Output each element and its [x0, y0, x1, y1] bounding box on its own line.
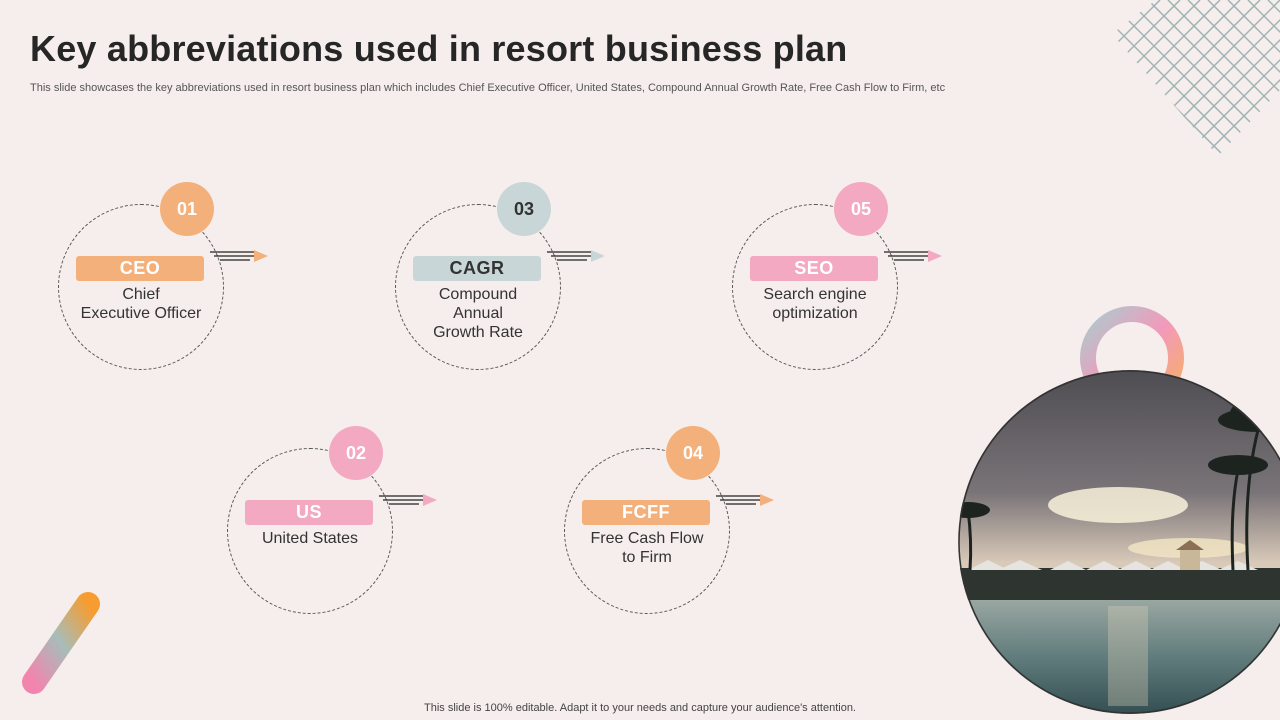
abbreviation-item-seo: 05 SEO Search engine optimization — [732, 182, 972, 422]
abbreviation-item-cagr: 03 CAGR Compound Annual Growth Rate — [395, 182, 635, 422]
arrow-icon — [547, 250, 605, 262]
abbreviation-description: Search engine optimization — [740, 285, 890, 323]
abbreviation-item-us: 02 US United States — [227, 426, 467, 666]
step-number-badge: 02 — [329, 426, 383, 480]
abbreviation-label: CAGR — [413, 256, 541, 281]
dashed-circle — [227, 448, 393, 614]
abbreviation-description: Chief Executive Officer — [66, 285, 216, 323]
abbreviation-description: United States — [235, 529, 385, 548]
arrow-icon — [379, 494, 437, 506]
dashed-circle — [395, 204, 561, 370]
footer-note: This slide is 100% editable. Adapt it to… — [424, 702, 856, 714]
description-line: Search engine — [763, 286, 867, 303]
dashed-circle — [732, 204, 898, 370]
dashed-circle — [58, 204, 224, 370]
abbreviation-label: US — [245, 500, 373, 525]
abbreviation-description: Free Cash Flow to Firm — [572, 529, 722, 567]
abbreviation-description: Compound Annual Growth Rate — [403, 285, 553, 342]
arrow-icon — [884, 250, 942, 262]
grid-pattern-decoration — [1112, 0, 1280, 156]
abbreviation-label: FCFF — [582, 500, 710, 525]
description-line: Executive Officer — [80, 305, 202, 322]
dashed-circle — [564, 448, 730, 614]
description-line: optimization — [772, 305, 858, 322]
slide-title: Key abbreviations used in resort busines… — [30, 28, 848, 69]
step-number-badge: 04 — [666, 426, 720, 480]
description-line: Free Cash Flow — [590, 530, 704, 547]
abbreviation-item-ceo: 01 CEO Chief Executive Officer — [58, 182, 298, 422]
description-line: Compound — [438, 286, 518, 303]
description-line: Growth Rate — [433, 324, 523, 341]
description-line: United States — [261, 530, 359, 547]
abbreviation-item-fcff: 04 FCFF Free Cash Flow to Firm — [564, 426, 804, 666]
description-line: Chief — [122, 286, 160, 303]
description-line: to Firm — [622, 549, 672, 566]
resort-photo-image — [958, 370, 1280, 714]
arrow-icon — [716, 494, 774, 506]
slide-subtitle: This slide showcases the key abbreviatio… — [30, 82, 946, 94]
step-number-badge: 03 — [497, 182, 551, 236]
gradient-stroke-decoration — [22, 592, 100, 694]
arrow-icon — [210, 250, 268, 262]
step-number-badge: 01 — [160, 182, 214, 236]
abbreviation-label: SEO — [750, 256, 878, 281]
description-line: Annual — [453, 305, 503, 322]
abbreviation-label: CEO — [76, 256, 204, 281]
step-number-badge: 05 — [834, 182, 888, 236]
